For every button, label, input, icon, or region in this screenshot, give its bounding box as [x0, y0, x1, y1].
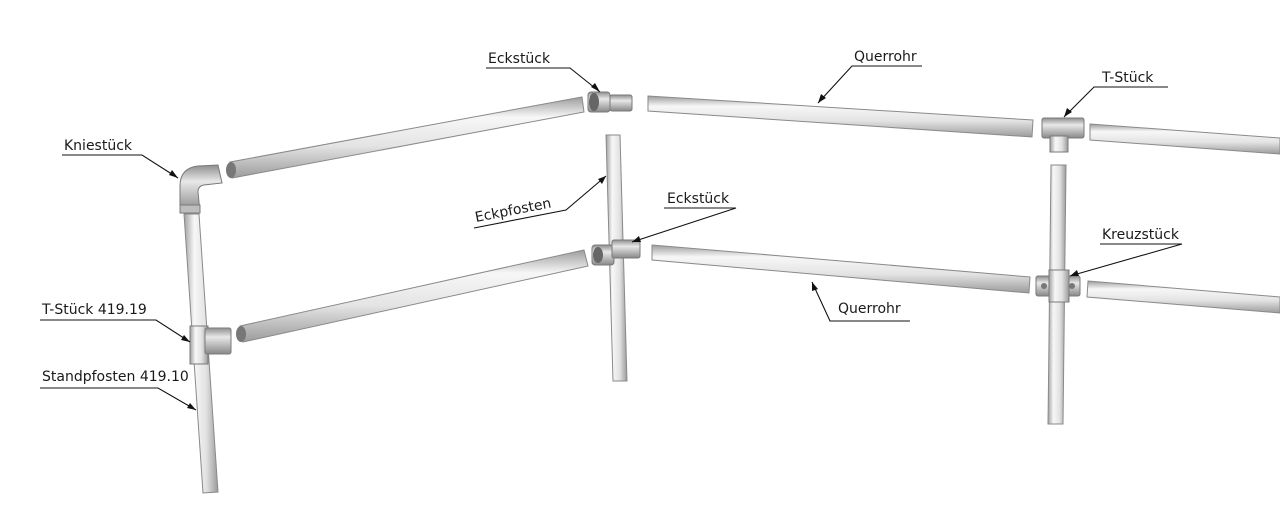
eckstueck-mid-fitting-icon: [591, 239, 641, 266]
label-querrohr-top: Querrohr: [854, 49, 917, 65]
kniestueck-fitting-icon: [179, 164, 223, 214]
label-t-stueck-419: T-Stück 419.19: [41, 302, 147, 318]
pipe-top-right: [1089, 123, 1280, 155]
t-stueck-419-fitting-icon: [189, 325, 232, 365]
pipe-end-icon: [236, 326, 246, 342]
pipe-top-left: [226, 96, 585, 179]
label-standpfosten-419: Standpfosten 419.10: [42, 369, 189, 385]
eckstueck-top-fitting-icon: [587, 91, 633, 113]
kreuzstueck-fitting-icon: [1035, 269, 1081, 303]
leaders: [40, 65, 1183, 411]
label-querrohr-bottom: Querrohr: [838, 301, 901, 317]
label-eckstueck-top: Eckstück: [488, 51, 551, 67]
pipe-end-icon: [226, 162, 236, 178]
label-kniestueck: Kniestück: [64, 138, 133, 154]
t-stueck-top-fitting-icon: [1041, 117, 1085, 153]
pipe-bottom-left: [236, 249, 589, 343]
pipe-bottom-right: [1086, 280, 1280, 314]
label-eckstueck-mid: Eckstück: [667, 191, 730, 207]
pipe-top-querrohr: [647, 95, 1034, 138]
label-eckpfosten: Eckpfosten: [474, 195, 553, 225]
label-t-stueck-top: T-Stück: [1101, 70, 1154, 86]
pipe-bottom-querrohr: [651, 244, 1031, 294]
label-kreuzstueck: Kreuzstück: [1102, 227, 1180, 243]
